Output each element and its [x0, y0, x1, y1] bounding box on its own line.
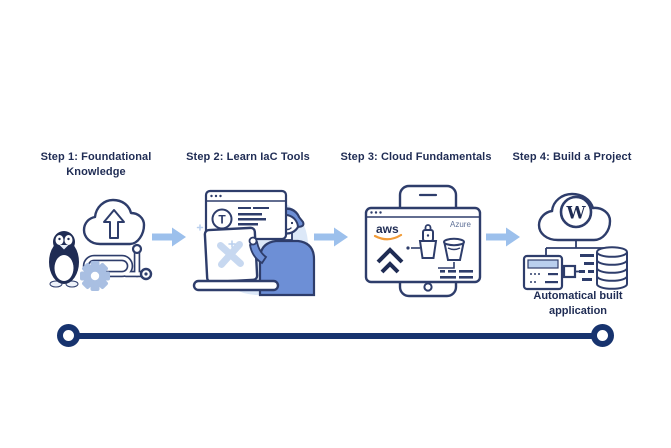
step-3-title: Step 3: Cloud Fundamentals [340, 151, 492, 163]
cloud-upload-icon [82, 198, 146, 246]
browser-window-cloud: aws Azure [364, 206, 482, 284]
step-1-title: Step 1: Foundational Knowledge [40, 151, 152, 178]
illustration-cloud-fundamentals: aws Azure [364, 184, 482, 298]
aws-logo: aws [376, 222, 399, 236]
step-4-caption: Automatical built application [533, 290, 623, 317]
arrow-right-icon-2 [314, 227, 348, 247]
illustration-foundational-knowledge [49, 198, 153, 291]
svg-text:W: W [565, 204, 586, 224]
laptop-icon [192, 226, 280, 292]
tux-penguin-icon [49, 231, 79, 288]
server-icon [522, 254, 564, 291]
azure-label: Azure [450, 220, 471, 229]
step-4-title: Step 4: Build a Project [512, 151, 632, 163]
timeline-bar [68, 333, 602, 339]
database-icon [596, 246, 628, 290]
browser-window-terraform: T [204, 189, 288, 241]
text-dashes [440, 270, 473, 279]
config-lines-icon [562, 254, 594, 281]
svg-text:T: T [218, 213, 226, 227]
step-2-title: Step 2: Learn IaC Tools [186, 151, 310, 163]
storage-bucket-icon [443, 237, 465, 261]
illustration-build-project: W [522, 192, 628, 291]
timeline-end-dot [591, 324, 614, 347]
aws-smile-swoosh [373, 233, 403, 241]
arrow-right-icon-1 [152, 227, 186, 247]
wordpress-cloud-icon: W [537, 192, 612, 242]
gear-icon [80, 261, 110, 291]
illustration-learn-iac-tools: T [192, 189, 316, 297]
developer-arm [248, 236, 268, 265]
s3-bucket-lock-icon [418, 224, 438, 259]
arrow-right-icon-3 [486, 227, 520, 247]
sparkle-icons [196, 224, 236, 248]
chevrons-icon [376, 247, 404, 274]
timeline-start-dot [57, 324, 80, 347]
